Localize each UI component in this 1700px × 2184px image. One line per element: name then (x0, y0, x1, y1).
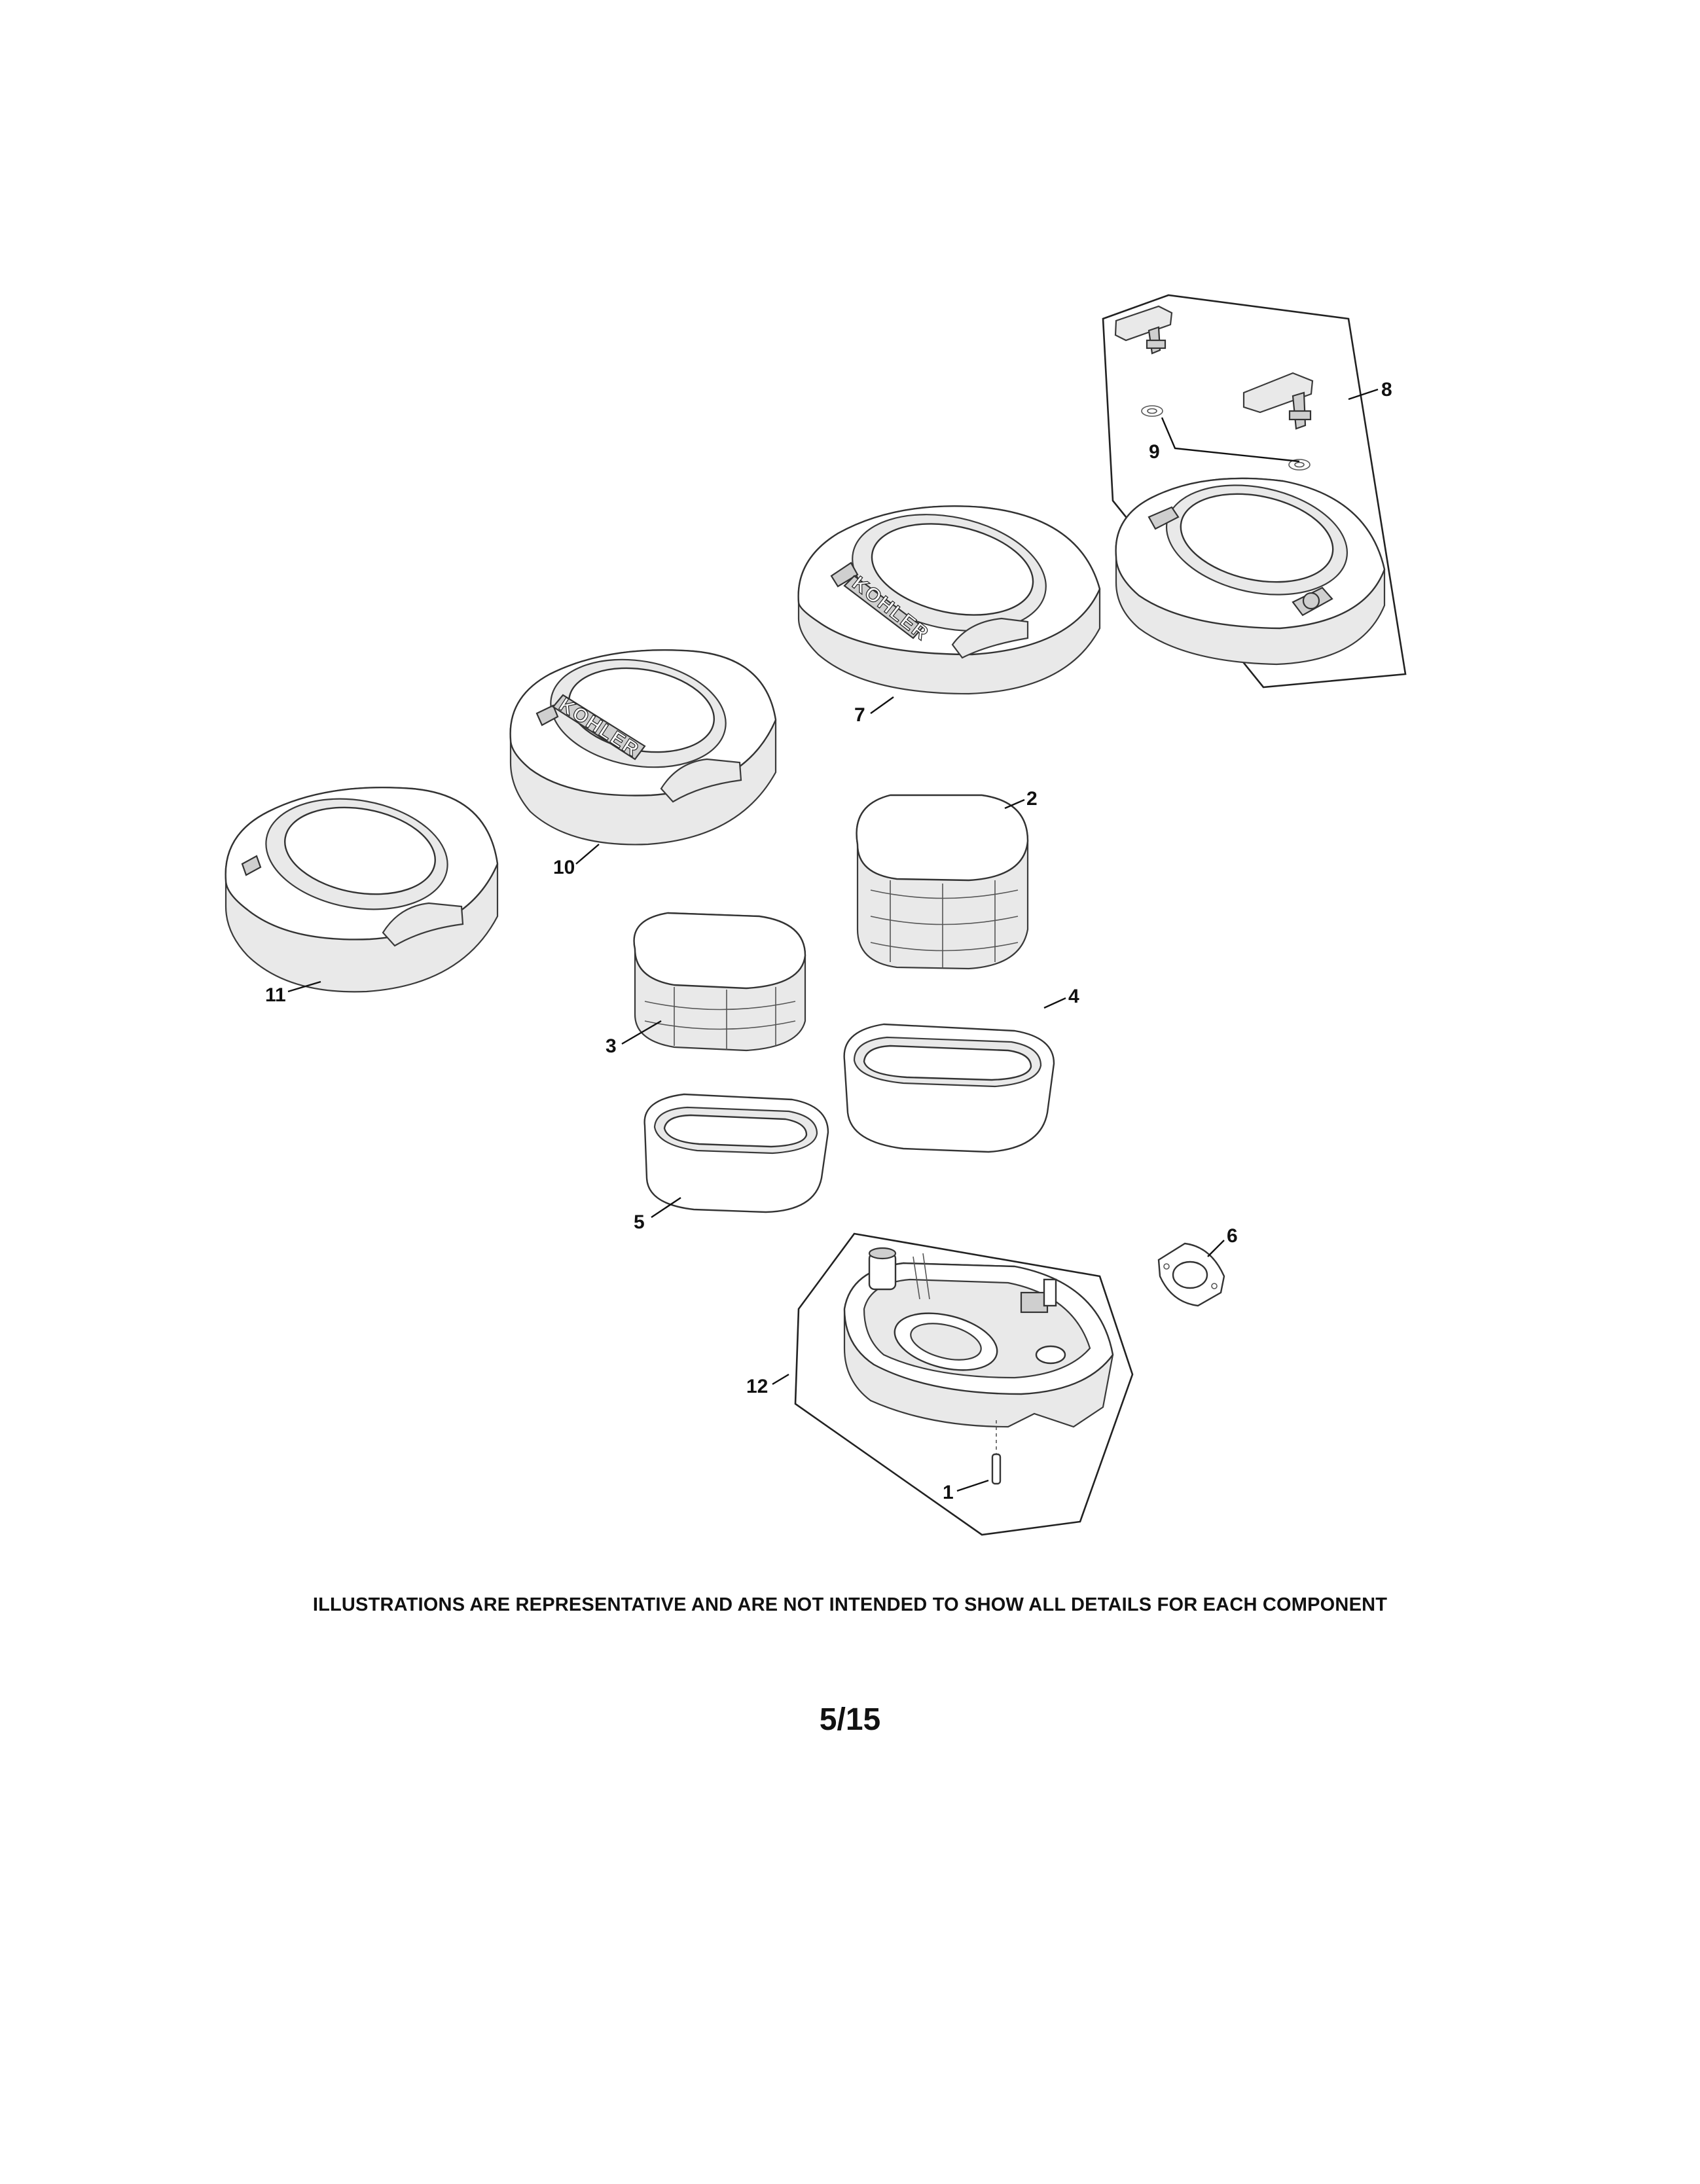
air-cleaner-cover-7: KOHLER (797, 505, 1101, 695)
air-cleaner-cover-11 (225, 786, 499, 993)
callout-2: 2 (1026, 788, 1038, 810)
callout-7: 7 (854, 704, 865, 726)
leader-10 (575, 844, 600, 865)
air-cleaner-cover-8 (1115, 477, 1386, 666)
page-number: 5/15 (819, 1702, 881, 1737)
disclaimer-text: ILLUSTRATIONS ARE REPRESENTATIVE AND ARE… (312, 1594, 1388, 1615)
assembly-8-boundary (1102, 294, 1407, 689)
gasket-6 (1157, 1242, 1225, 1307)
assembly-12-boundary (794, 1232, 1134, 1536)
callout-3: 3 (606, 1035, 617, 1057)
callout-9: 9 (1149, 441, 1160, 463)
leader-8 (1348, 388, 1379, 401)
precleaner-4 (843, 1023, 1055, 1153)
callout-6: 6 (1227, 1225, 1238, 1247)
callout-10: 10 (553, 857, 575, 878)
leader-9 (1161, 417, 1300, 463)
filter-element-3 (633, 912, 806, 1052)
callout-4: 4 (1068, 986, 1079, 1007)
cover-knob-right (1242, 372, 1314, 430)
callout-1: 1 (943, 1482, 954, 1503)
leader-3 (621, 1020, 662, 1045)
leader-1 (956, 1479, 989, 1492)
callout-12: 12 (746, 1376, 768, 1397)
leader-2 (1004, 798, 1025, 810)
air-cleaner-cover-10: KOHLER (509, 649, 777, 846)
washer-9b (1288, 459, 1311, 471)
leader-6 (1207, 1240, 1225, 1257)
callout-5: 5 (634, 1211, 645, 1233)
air-cleaner-base-12 (843, 1247, 1114, 1428)
leader-11 (287, 980, 321, 993)
leader-5 (651, 1197, 681, 1218)
callout-11: 11 (265, 984, 286, 1006)
cover-knob-left (1114, 305, 1173, 355)
callout-8: 8 (1381, 379, 1392, 401)
leader-12 (772, 1373, 789, 1386)
washer-9a (1141, 405, 1163, 417)
leader-7 (870, 696, 894, 714)
pin-1 (991, 1420, 1002, 1485)
leader-4 (1043, 997, 1066, 1009)
filter-element-2 (856, 794, 1029, 970)
precleaner-5 (643, 1093, 829, 1213)
